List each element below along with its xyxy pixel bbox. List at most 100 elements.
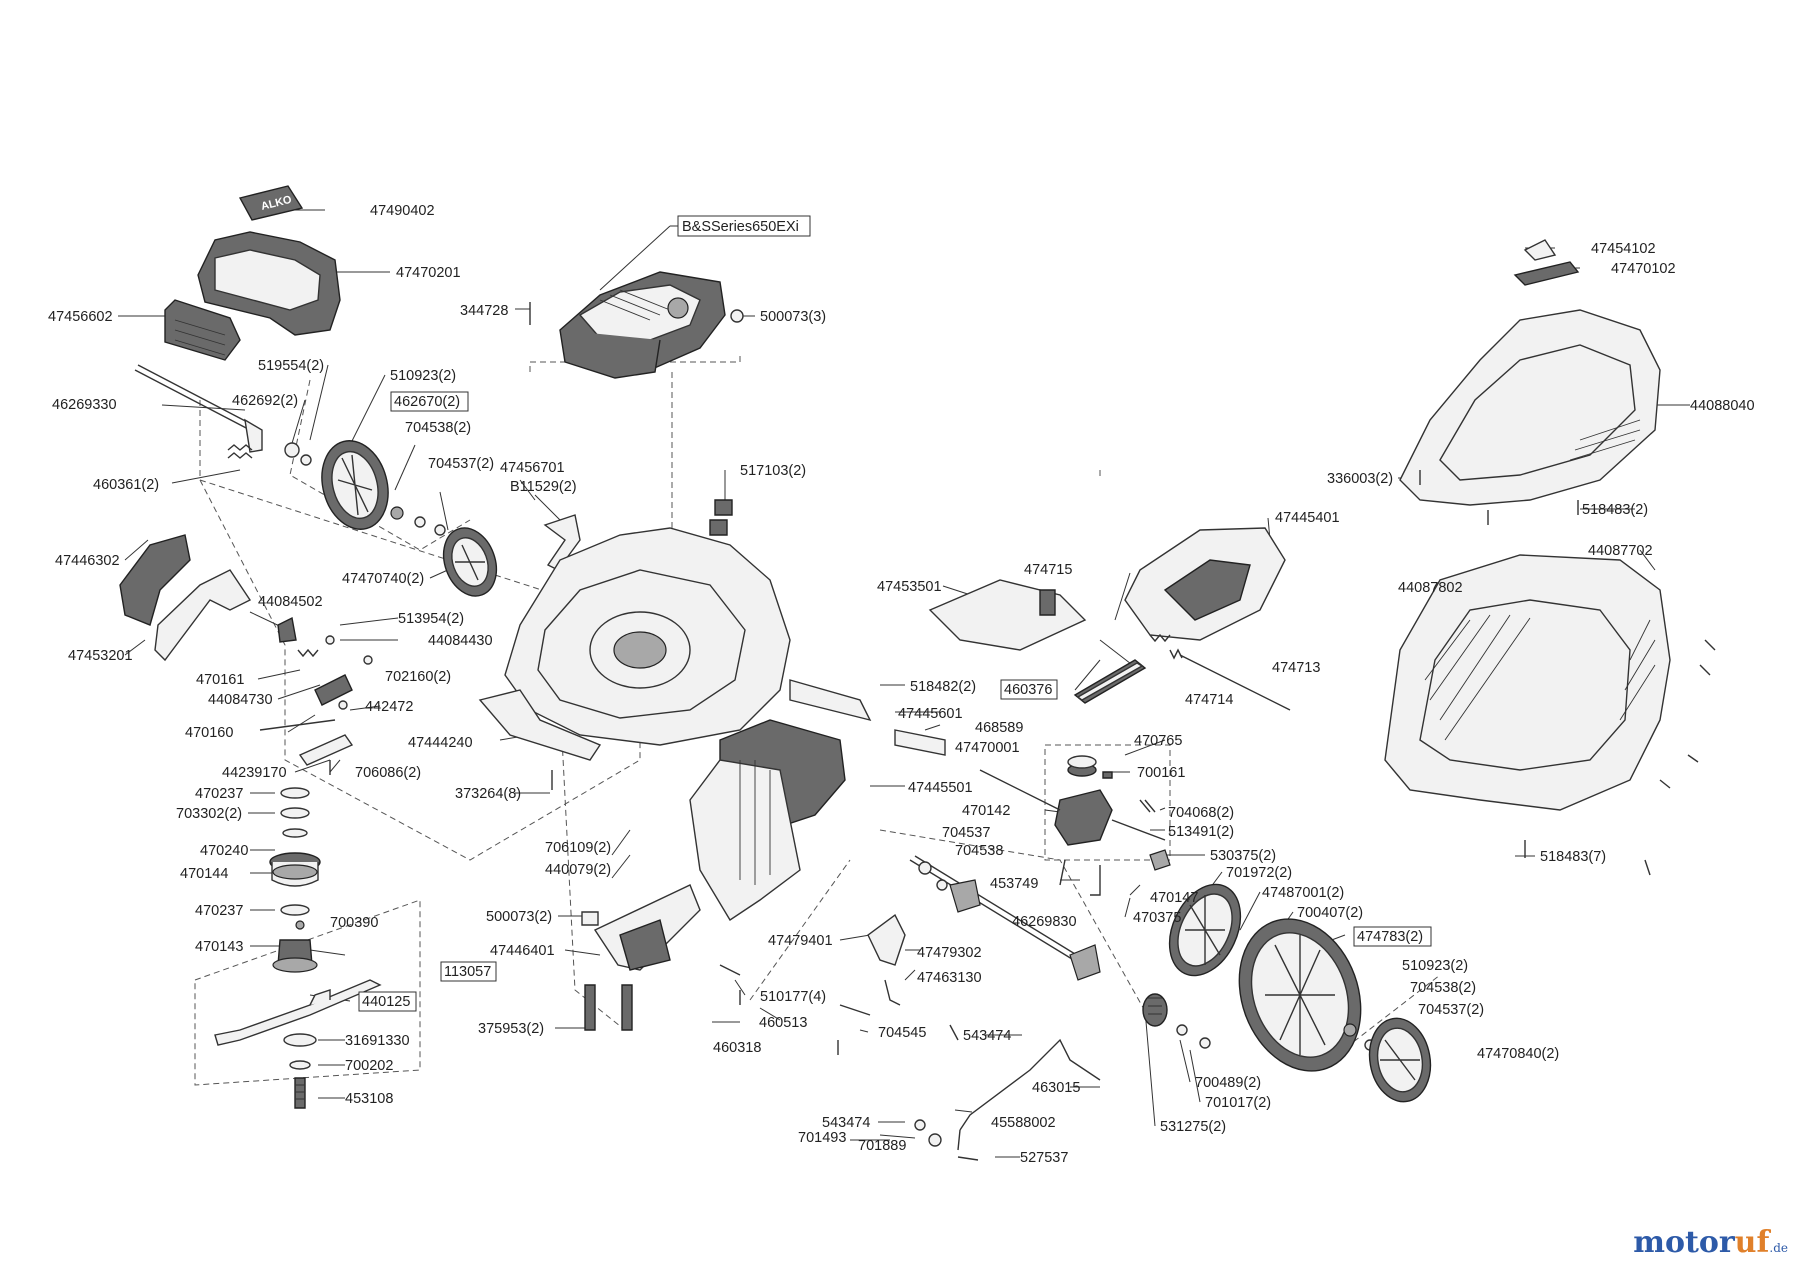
part-label-47470740: 47470740(2) <box>342 571 424 587</box>
part-label-B11529: B11529(2) <box>510 479 577 495</box>
mulch-plug-part <box>593 884 701 971</box>
v-belt-part <box>1073 659 1147 704</box>
part-label-44239170: 44239170 <box>222 765 287 781</box>
part-label-47454102: 47454102 <box>1591 241 1656 257</box>
bearing-part <box>390 506 404 520</box>
washer-part <box>289 1060 311 1070</box>
hook-part <box>719 964 741 976</box>
part-label-474715: 474715 <box>1024 562 1072 578</box>
part-label-44084502: 44084502 <box>258 594 323 610</box>
rear-flap-part <box>689 719 846 921</box>
spring-part <box>1090 865 1101 896</box>
part-label-510177: 510177(4) <box>760 989 826 1005</box>
part-label-510923b: 510923(2) <box>1402 958 1468 974</box>
watermark-brand-a: motor <box>1633 1225 1735 1260</box>
logo-badge-part: ALKO <box>238 185 304 221</box>
bracket-part <box>298 734 354 766</box>
part-label-470237b: 470237 <box>195 903 243 919</box>
spring-part <box>1149 633 1171 643</box>
pinion-part <box>1142 993 1168 1027</box>
part-label-44087702: 44087702 <box>1588 543 1653 559</box>
rear-axle-part <box>909 855 1094 971</box>
washer-part <box>434 524 446 536</box>
bracket-part <box>789 679 872 722</box>
part-label-47470840: 47470840(2) <box>1477 1046 1559 1062</box>
key-part <box>295 920 305 930</box>
washer-part <box>1199 1037 1211 1049</box>
handle-lever-part <box>957 1038 1101 1151</box>
part-label-704538c: 704538(2) <box>1410 980 1476 996</box>
part-label-519554: 519554(2) <box>258 358 324 374</box>
part-label-47487001: 47487001(2) <box>1262 885 1344 901</box>
spring-part <box>227 444 253 459</box>
part-label-470375: 470375 <box>1133 910 1181 926</box>
nut-part <box>730 309 744 323</box>
blade-part <box>214 979 382 1046</box>
washer-part <box>300 454 312 466</box>
part-label-513491: 513491(2) <box>1168 824 1234 840</box>
screw-part <box>1644 859 1651 876</box>
parts-illustration: ALKO <box>119 185 1716 1161</box>
part-label-47445601: 47445601 <box>898 706 963 722</box>
nut-part <box>338 700 348 710</box>
part-label-704537b: 704537 <box>942 825 990 841</box>
nut-part <box>363 655 373 665</box>
washer-part <box>914 1119 926 1131</box>
bearing-part <box>1343 1023 1357 1037</box>
part-label-701889: 701889 <box>858 1138 906 1154</box>
part-label-518483b: 518483(7) <box>1540 849 1606 865</box>
bushing-part <box>1149 849 1171 871</box>
wheel-front-left-part <box>321 440 389 530</box>
rod-part <box>259 719 336 731</box>
grass-bag-part <box>1384 554 1671 811</box>
part-label-704068: 704068(2) <box>1168 805 1234 821</box>
part-label-700161: 700161 <box>1137 765 1185 781</box>
catcher-lid-part <box>1124 527 1286 641</box>
boxed-label-113057: 113057 <box>440 961 497 982</box>
spring-part <box>1169 648 1183 660</box>
part-label-700202: 700202 <box>345 1058 393 1074</box>
part-label-500073a: 500073(3) <box>760 309 826 325</box>
screw-part <box>1699 664 1711 676</box>
part-label-47446401: 47446401 <box>490 943 555 959</box>
lever-part <box>314 674 353 706</box>
part-label-474713: 474713 <box>1272 660 1320 676</box>
part-label-474714: 474714 <box>1185 692 1233 708</box>
cable-holder-part <box>867 913 906 966</box>
part-label-470765: 470765 <box>1134 733 1182 749</box>
deck-part <box>478 527 791 761</box>
part-label-47445501: 47445501 <box>908 780 973 796</box>
part-label-113057: 113057 <box>444 964 491 980</box>
part-label-47490402: 47490402 <box>370 203 435 219</box>
part-label-470161: 470161 <box>196 672 244 688</box>
part-label-704538a: 704538(2) <box>405 420 471 436</box>
nut-part <box>325 635 335 645</box>
screw-part <box>1704 639 1716 651</box>
part-label-468589: 468589 <box>975 720 1023 736</box>
washer-part <box>936 879 948 891</box>
washer-part <box>283 1033 317 1047</box>
part-label-527537: 527537 <box>1020 1150 1068 1166</box>
part-label-706086: 706086(2) <box>355 765 421 781</box>
part-label-463015: 463015 <box>1032 1080 1080 1096</box>
top-cover-part <box>197 231 341 336</box>
part-labels: 47490402 47470201 47456602 519554(2) 510… <box>48 203 1755 1166</box>
part-label-517103: 517103(2) <box>740 463 806 479</box>
part-label-462670: 462670(2) <box>394 394 460 410</box>
part-label-543474a: 543474 <box>963 1028 1011 1044</box>
bracket-part <box>1069 944 1101 981</box>
part-label-700407: 700407(2) <box>1297 905 1363 921</box>
part-label-470143: 470143 <box>195 939 243 955</box>
part-label-518482: 518482(2) <box>910 679 976 695</box>
part-label-440079: 440079(2) <box>545 862 611 878</box>
catcher-grip-part <box>1513 261 1580 286</box>
screw-part <box>1687 754 1699 763</box>
watermark-logo: motoruf.de <box>1633 1225 1788 1260</box>
boxed-label-bs-engine: B&SSeries650EXi <box>677 215 811 237</box>
axle-rod-left-part <box>134 364 263 453</box>
part-label-701493: 701493 <box>798 1130 846 1146</box>
part-label-47470001: 47470001 <box>955 740 1020 756</box>
part-label-47463130: 47463130 <box>917 970 982 986</box>
washer-part <box>414 516 426 528</box>
